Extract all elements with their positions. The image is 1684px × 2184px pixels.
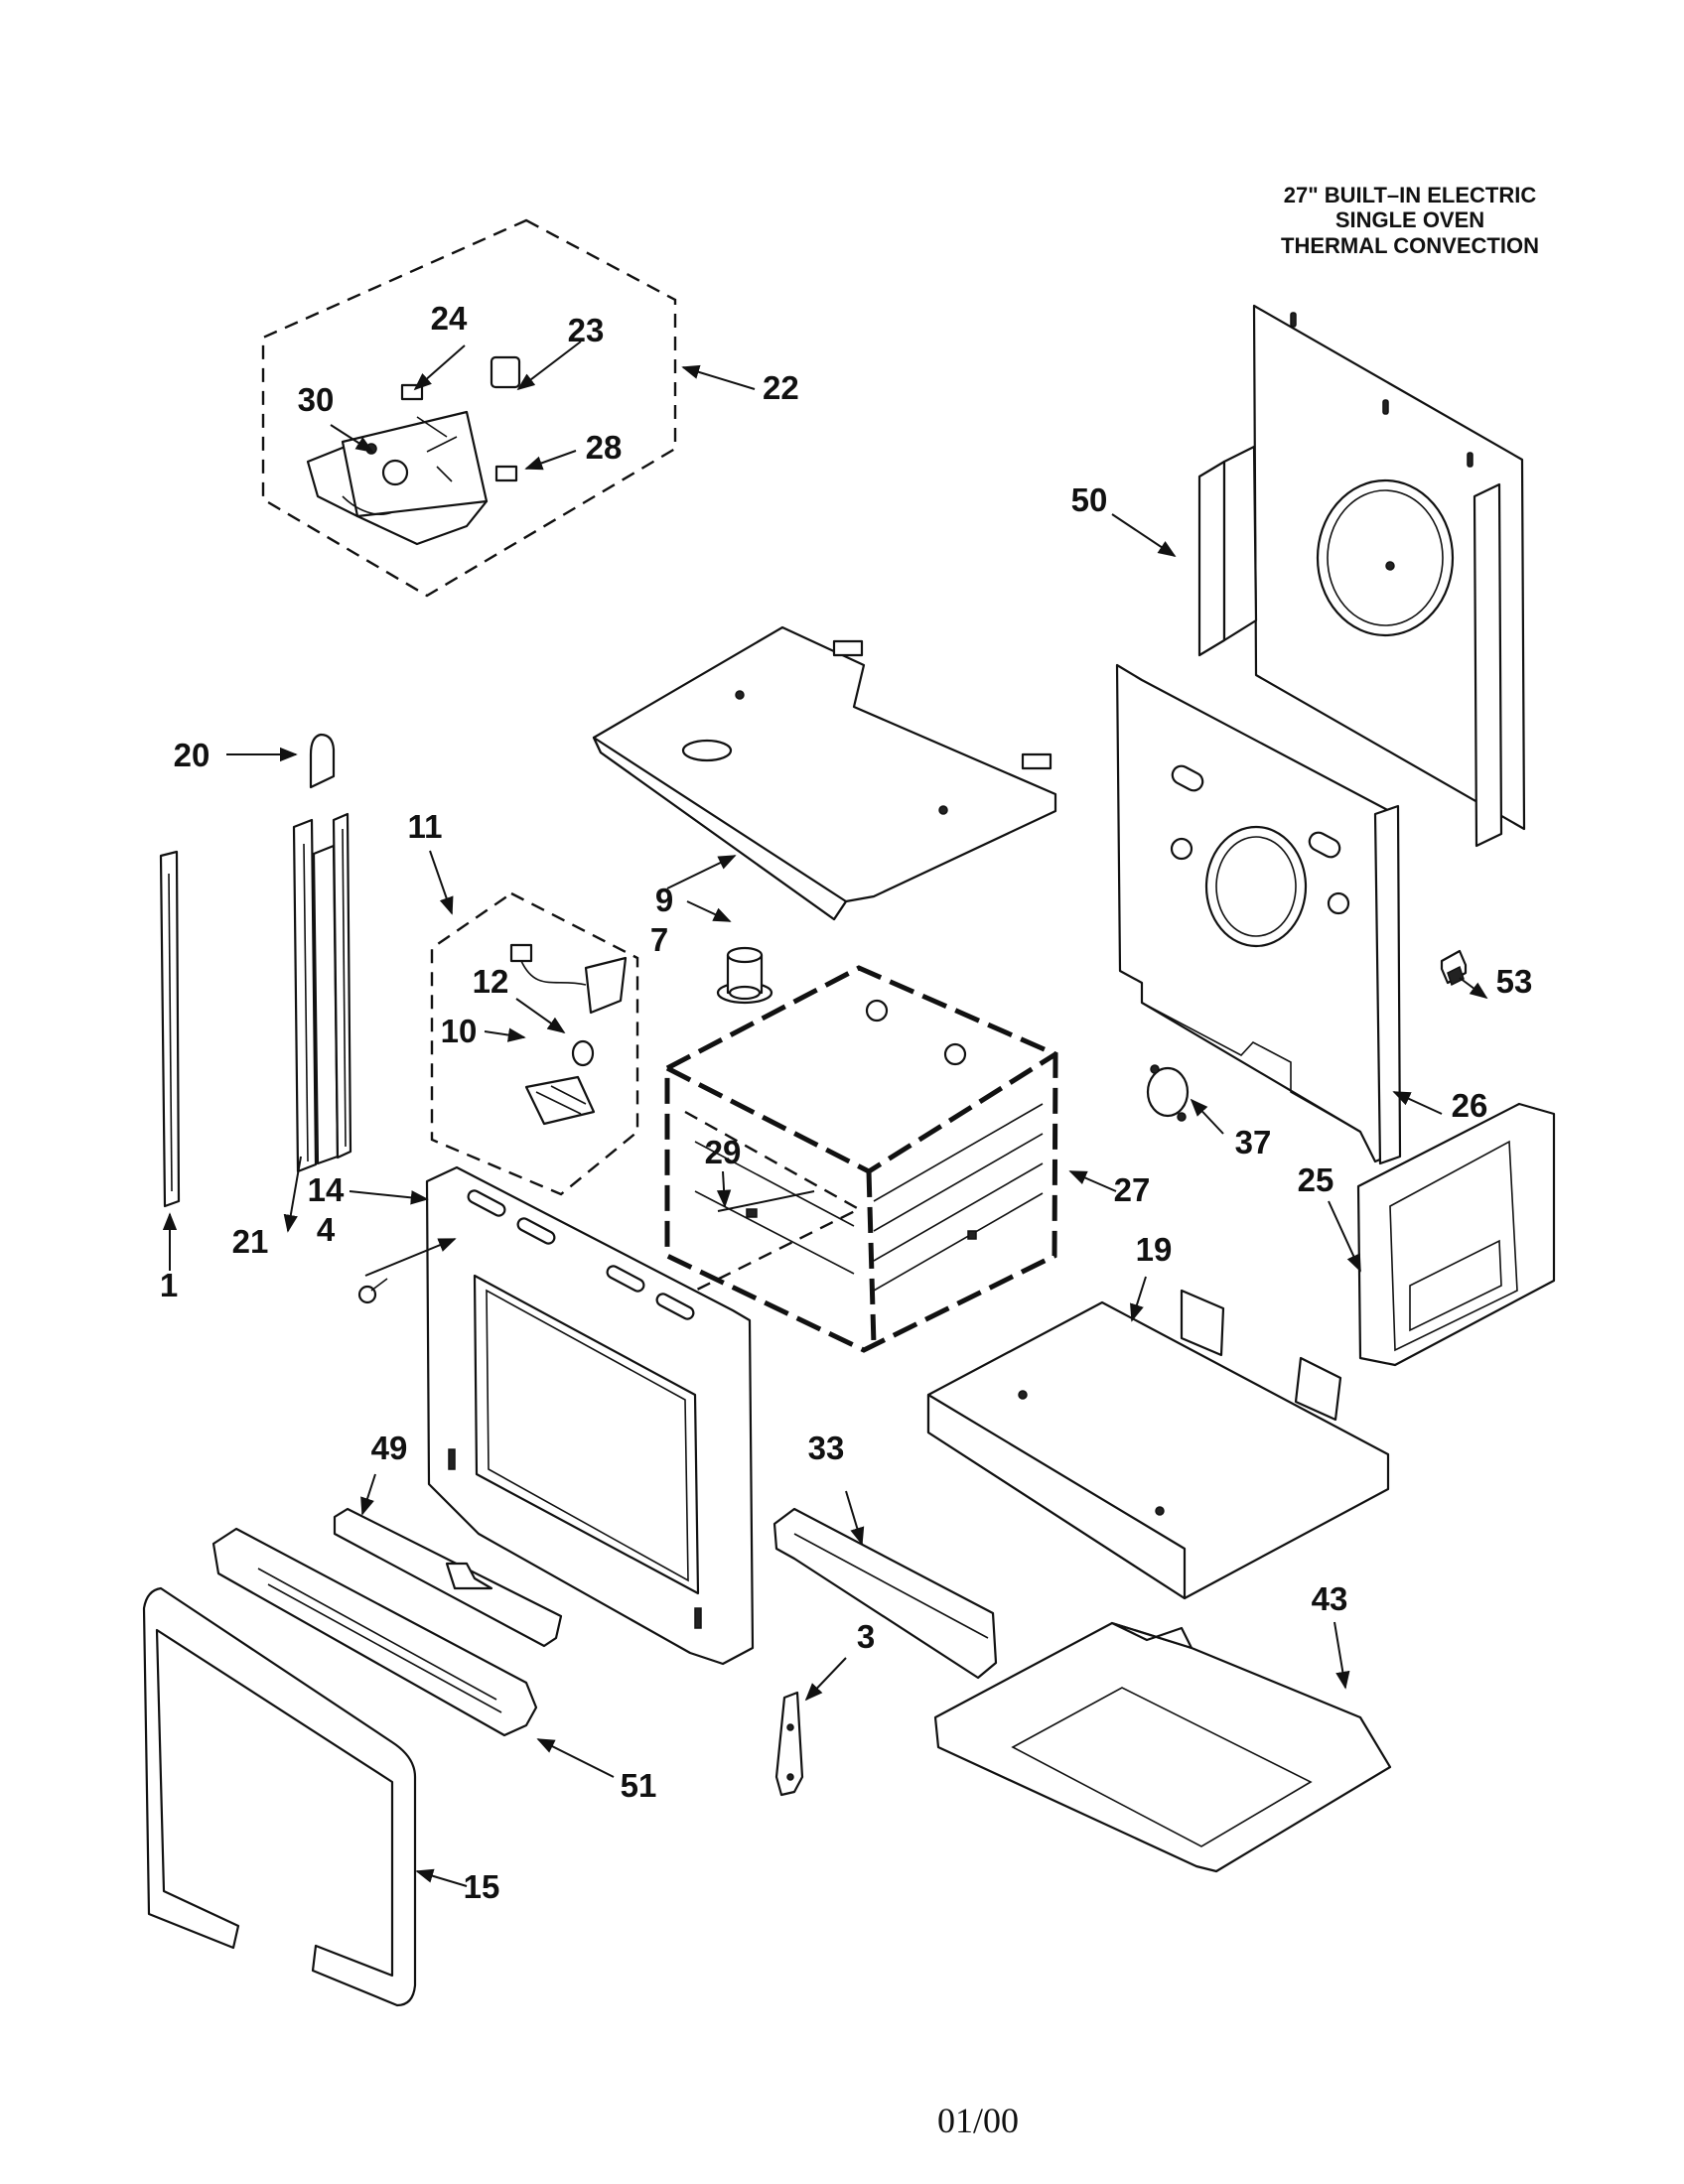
callout-19: 19 (1136, 1231, 1173, 1268)
callout-12: 12 (473, 963, 509, 1000)
title-line-2: SINGLE OVEN (1335, 207, 1484, 232)
part-21-side-rail (292, 812, 352, 1173)
callout-21: 21 (232, 1223, 269, 1260)
part-49-vent (333, 1507, 563, 1648)
callout-49: 49 (371, 1430, 408, 1466)
callout-10: 10 (441, 1013, 478, 1049)
callout-24: 24 (431, 300, 468, 337)
part-3-bracket (774, 1691, 804, 1797)
title-line-1: 27" BUILT–IN ELECTRIC (1284, 183, 1537, 207)
callout-25: 25 (1298, 1161, 1334, 1198)
part-25-side-panel (1356, 1102, 1556, 1367)
leader-lines (162, 341, 1488, 1887)
callout-28: 28 (586, 429, 623, 466)
callout-14: 14 (308, 1171, 345, 1208)
title-line-3: THERMAL CONVECTION (1281, 233, 1539, 258)
callout-50: 50 (1071, 481, 1108, 518)
title-block: 27" BUILT–IN ELECTRIC SINGLE OVEN THERMA… (1281, 183, 1539, 258)
part-7-top-panel (592, 625, 1057, 921)
part-19-bottom-panel (926, 1289, 1390, 1600)
part-29-element (717, 1190, 815, 1218)
part-4-screw (357, 1278, 388, 1304)
callout-15: 15 (464, 1868, 500, 1905)
callout-30: 30 (298, 381, 335, 418)
part-11-wiring-harness (430, 891, 639, 1196)
callout-37: 37 (1235, 1124, 1272, 1160)
part-50-back-panel (1197, 304, 1526, 848)
part-9-convection-motor (716, 946, 773, 1005)
callout-22: 22 (763, 369, 799, 406)
part-37-thermostat (1146, 1064, 1190, 1122)
footer-date-code: 01/00 (937, 2101, 1019, 2140)
callout-labels: 24 23 22 28 30 50 20 11 7 9 12 10 53 26 … (160, 300, 1533, 1905)
part-15-door-gasket (142, 1586, 417, 2007)
callout-3: 3 (857, 1618, 875, 1655)
callout-27: 27 (1114, 1171, 1151, 1208)
part-33-channel (772, 1507, 998, 1680)
part-1-side-trim (159, 850, 181, 1208)
callout-43: 43 (1312, 1580, 1348, 1617)
callout-1: 1 (160, 1267, 178, 1303)
callout-51: 51 (621, 1767, 657, 1804)
callout-20: 20 (174, 737, 210, 773)
part-51-vent-trim (211, 1527, 538, 1737)
callout-4: 4 (317, 1211, 336, 1248)
part-22-control-assembly (261, 218, 677, 598)
part-26-rear-shield (1115, 663, 1402, 1165)
callout-33: 33 (808, 1430, 845, 1466)
callout-7: 7 (650, 921, 668, 958)
callout-9: 9 (655, 882, 673, 918)
part-43-base-tray (933, 1621, 1392, 1873)
callout-23: 23 (568, 312, 605, 348)
part-20-cap (309, 733, 336, 789)
part-14-front-frame (425, 1165, 755, 1666)
part-53-bracket (1440, 949, 1468, 987)
callout-26: 26 (1452, 1087, 1488, 1124)
callout-53: 53 (1496, 963, 1533, 1000)
callout-29: 29 (705, 1134, 742, 1170)
callout-11: 11 (408, 808, 443, 845)
